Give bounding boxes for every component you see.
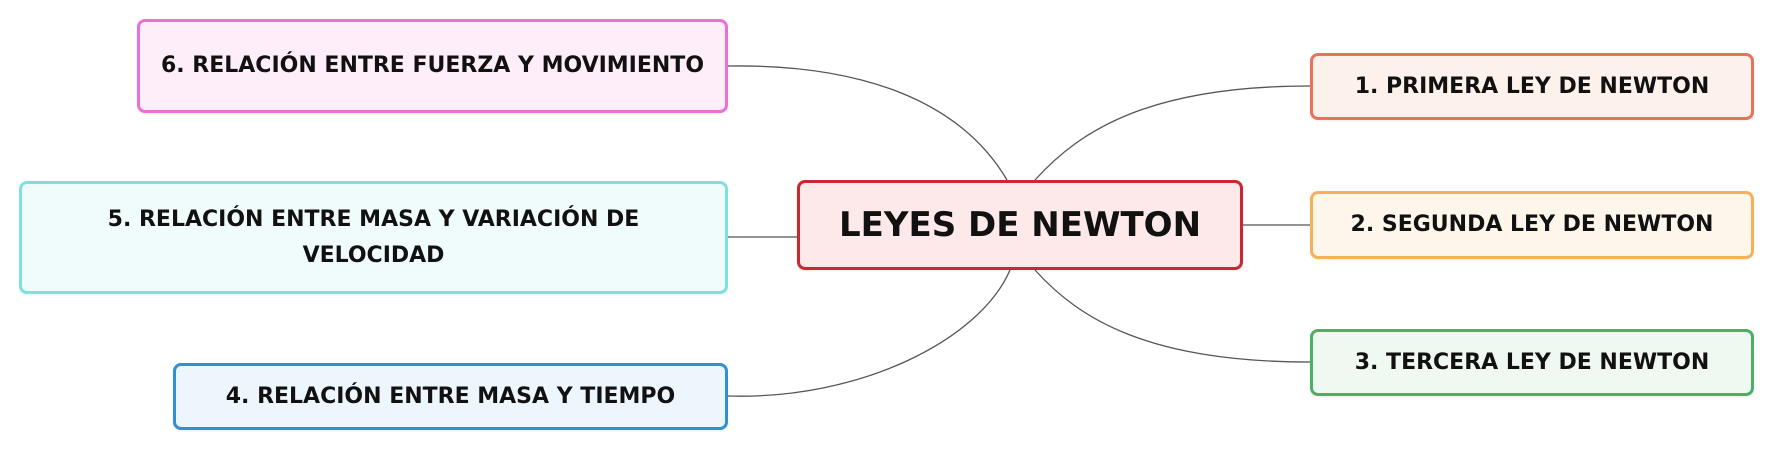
connector-fuerza-movimiento — [727, 65, 1008, 181]
node-masa-velocidad[interactable]: 5. RELACIÓN ENTRE MASA Y VARIACIÓN DE VE… — [19, 181, 728, 294]
node-fuerza-movimiento-label: 6. RELACIÓN ENTRE FUERZA Y MOVIMIENTO — [160, 53, 705, 78]
connector-primera — [1034, 85, 1311, 181]
node-masa-velocidad-label: 5. RELACIÓN ENTRE MASA Y VARIACIÓN DE VE… — [107, 206, 640, 268]
node-masa-tiempo-label: 4. RELACIÓN ENTRE MASA Y TIEMPO — [225, 383, 676, 409]
central-topic[interactable]: LEYES DE NEWTON — [797, 180, 1243, 270]
node-primera-ley[interactable]: 1. PRIMERA LEY DE NEWTON — [1310, 53, 1754, 120]
node-fuerza-movimiento[interactable]: 6. RELACIÓN ENTRE FUERZA Y MOVIMIENTO — [137, 19, 728, 113]
central-topic-label: LEYES DE NEWTON — [838, 205, 1202, 245]
node-segunda-ley-label: 2. SEGUNDA LEY DE NEWTON — [1350, 212, 1714, 237]
node-primera-ley-label: 1. PRIMERA LEY DE NEWTON — [1354, 73, 1710, 99]
node-segunda-ley[interactable]: 2. SEGUNDA LEY DE NEWTON — [1310, 191, 1754, 259]
node-masa-tiempo[interactable]: 4. RELACIÓN ENTRE MASA Y TIEMPO — [173, 363, 728, 430]
connector-masa-tiempo — [727, 269, 1011, 397]
node-tercera-ley-label: 3. TERCERA LEY DE NEWTON — [1354, 349, 1710, 375]
node-tercera-ley[interactable]: 3. TERCERA LEY DE NEWTON — [1310, 329, 1754, 396]
connector-tercera — [1034, 269, 1311, 363]
